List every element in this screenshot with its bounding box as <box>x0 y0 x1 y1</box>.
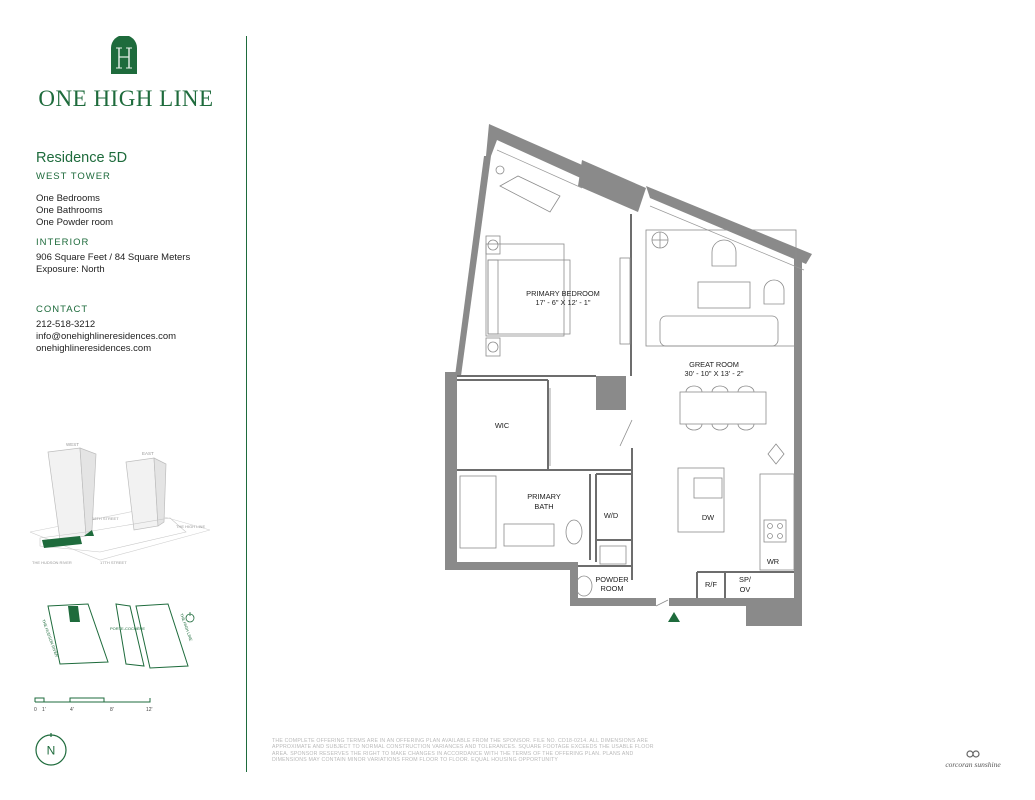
key-plan-label: 18TH STREET <box>92 516 119 521</box>
interior-details: 906 Square Feet / 84 Square Meters Expos… <box>36 252 190 276</box>
interior-area: 906 Square Feet / 84 Square Meters <box>36 252 191 263</box>
north-compass-icon: N <box>35 733 67 766</box>
room-label-dishwasher: DW <box>702 513 714 522</box>
building-key-plan: WEST EAST 18TH STREET THE HIGH LINE THE … <box>30 442 210 565</box>
scale-tick: 12' <box>146 707 153 713</box>
corcoran-logo-icon <box>966 750 980 758</box>
contact-email[interactable]: info@onehighlineresidences.com <box>36 331 177 342</box>
room-label-powder-room: ROOM <box>601 584 624 593</box>
scale-bar: 0 1' 4' 8' 12' <box>34 697 153 713</box>
room-label-primary-bedroom: PRIMARY BEDROOM <box>526 289 600 298</box>
residence-tower: WEST TOWER <box>36 171 111 182</box>
brand-name: ONE HIGH LINE <box>38 86 214 111</box>
key-plan-label: THE HIGH LINE <box>176 524 205 529</box>
contact-phone[interactable]: 212-518-3212 <box>36 319 96 330</box>
interior-heading: INTERIOR <box>36 237 90 248</box>
room-label-speed-oven: OV <box>740 585 751 594</box>
key-plan-label: WEST <box>66 442 79 447</box>
room-label-wine-refrigerator: WR <box>767 557 779 566</box>
one-high-line-monogram-icon <box>111 36 137 74</box>
interior-walls <box>457 214 794 598</box>
scale-tick: 0 <box>34 707 37 713</box>
key-plan-label: EAST <box>142 451 154 456</box>
exterior-walls <box>445 124 812 626</box>
room-label-refrigerator: R/F <box>705 580 717 589</box>
contact-website[interactable]: onehighlineresidences.com <box>36 343 152 354</box>
room-dims-primary-bedroom: 17' - 6" X 12' - 1" <box>536 298 591 307</box>
window-lines <box>496 149 805 271</box>
room-label-powder-room: POWDER <box>595 575 628 584</box>
contact-heading: CONTACT <box>36 304 89 315</box>
entry-marker-icon <box>668 612 680 622</box>
room-count-list: One Bedrooms One Bathrooms One Powder ro… <box>36 193 113 229</box>
scale-tick: 1' <box>42 707 46 713</box>
room-label-speed-oven: SP/ <box>739 575 752 584</box>
room-dims-great-room: 30' - 10" X 13' - 2" <box>684 369 743 378</box>
room-count-item: One Bathrooms <box>36 205 103 216</box>
room-label-washer-dryer: W/D <box>604 511 618 520</box>
room-label-great-room: GREAT ROOM <box>689 360 739 369</box>
room-label-primary-bath: PRIMARY <box>527 492 561 501</box>
info-sidebar: ONE HIGH LINE Residence 5D WEST TOWER On… <box>0 0 246 800</box>
site-map: THE HUDSON RIVER PORTE-COCHÈRE THE HIGH … <box>41 603 195 669</box>
room-label-primary-bath: BATH <box>534 502 553 511</box>
legal-disclaimer: THE COMPLETE OFFERING TERMS ARE IN AN OF… <box>272 738 654 764</box>
contact-details: 212-518-3212 info@onehighlineresidences.… <box>36 319 176 355</box>
site-map-label: PORTE-COCHÈRE <box>110 626 145 631</box>
key-plan-label: 17TH STREET <box>100 560 127 565</box>
room-count-item: One Powder room <box>36 217 114 228</box>
site-map-label: THE HUDSON RIVER <box>41 619 59 658</box>
agency-name: corcoran sunshine <box>945 760 1001 769</box>
vertical-divider <box>246 36 247 772</box>
compass-label: N <box>47 744 56 758</box>
residence-title: Residence 5D <box>36 150 128 166</box>
scale-tick: 8' <box>110 707 114 713</box>
furniture <box>459 165 797 607</box>
interior-exposure: Exposure: North <box>36 264 105 275</box>
scale-tick: 4' <box>70 707 74 713</box>
key-plan-label: THE HUDSON RIVER <box>32 560 72 565</box>
mini-compass-icon <box>185 612 195 623</box>
floor-plan: PRIMARY BEDROOM 17' - 6" X 12' - 1" GREA… <box>445 124 812 626</box>
room-count-item: One Bedrooms <box>36 193 100 204</box>
room-label-wic: WIC <box>495 421 510 430</box>
